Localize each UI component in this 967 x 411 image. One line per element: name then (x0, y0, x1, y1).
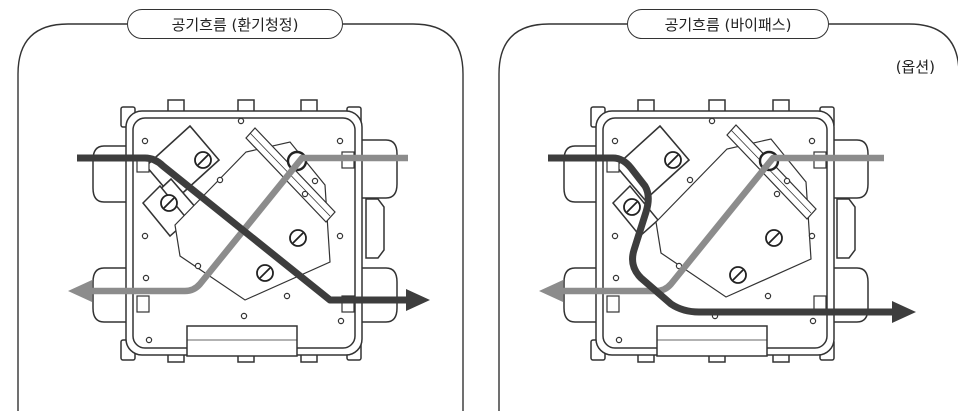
exhaust-air-flow (77, 154, 430, 311)
flow-arrow-icon (406, 289, 430, 311)
unit-diagram-left (17, 23, 464, 411)
panel-bypass: 공기흐름 (바이패스) (옵션) (491, 0, 958, 411)
exhaust-air-flow (548, 154, 916, 323)
panel-heat-exchange: 공기흐름 (환기청정) (0, 0, 467, 411)
flow-arrow-icon (68, 280, 92, 302)
option-note: (옵션) (895, 58, 935, 76)
panel-title: 공기흐름 (환기청정) (127, 9, 343, 39)
flow-arrow-icon (892, 301, 916, 323)
unit-diagram-right (498, 23, 958, 411)
panel-frame-outline (498, 23, 958, 411)
screw-dots (611, 117, 817, 344)
supply-air-flow (68, 154, 408, 302)
panel-title: 공기흐름 (바이패스) (627, 9, 829, 39)
screw-dots (141, 117, 345, 344)
panel-frame-outline (17, 23, 464, 411)
flow-arrow-icon (539, 280, 563, 302)
